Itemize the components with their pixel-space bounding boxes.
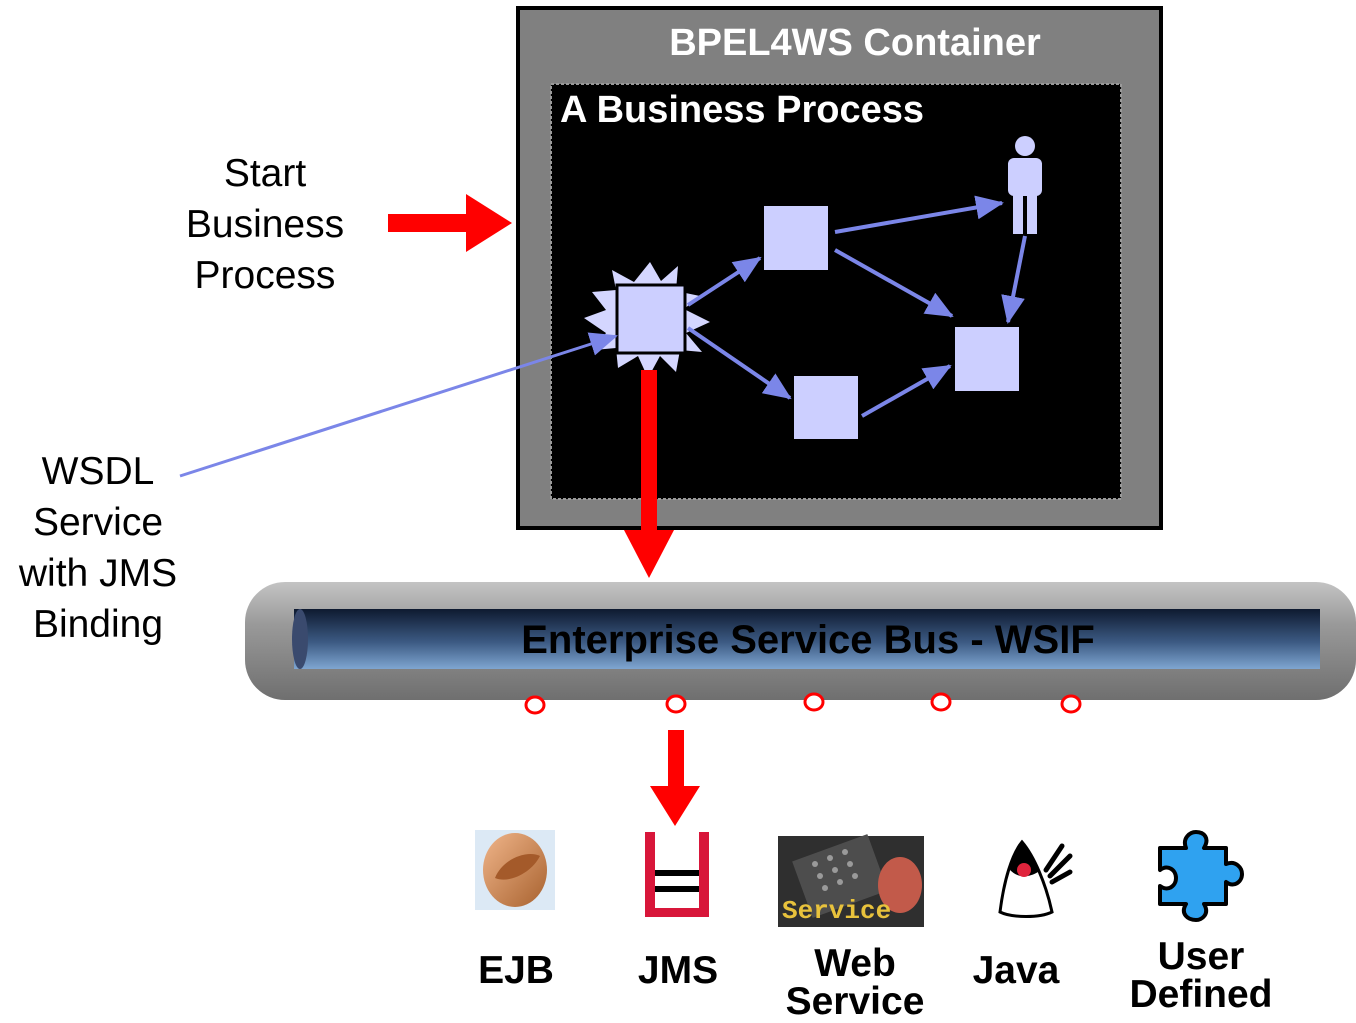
java-label: Java	[972, 949, 1060, 992]
process-node	[955, 327, 1019, 391]
bus-port	[524, 695, 546, 715]
invoke-arrow	[624, 370, 674, 578]
person-icon	[1008, 136, 1042, 234]
bus-port	[1060, 694, 1082, 714]
bpel-container	[516, 6, 1163, 530]
jms-arrow	[650, 730, 700, 826]
process-node	[764, 206, 828, 270]
process-title: A Business Process	[560, 89, 924, 131]
jms-label: JMS	[637, 949, 719, 992]
user-defined-label: User Defined	[1129, 935, 1273, 1016]
bus-port	[930, 692, 952, 712]
process-node	[794, 376, 858, 439]
service-bus	[245, 582, 1356, 700]
start-arrow	[388, 194, 512, 252]
duke-mascot-icon	[988, 836, 1073, 920]
start-node	[615, 283, 687, 355]
container-title: BPEL4WS Container	[669, 22, 1041, 64]
web-service-label: Web Service	[785, 942, 925, 1023]
wsdl-service-label: WSDL Service with JMS Binding	[18, 450, 178, 646]
process-flow	[179, 136, 1042, 478]
bus-label: Enterprise Service Bus - WSIF	[521, 618, 1095, 662]
bus-port	[803, 692, 825, 712]
queue-icon	[645, 832, 709, 917]
service-phone-icon: Service	[778, 834, 924, 927]
bus-ports	[524, 692, 1082, 715]
bus-port	[665, 694, 687, 714]
puzzle-piece-icon	[1158, 830, 1244, 922]
egg-bean-icon	[475, 830, 555, 910]
wsdl-connector	[179, 332, 618, 478]
start-business-process-label: Start Business Process	[185, 152, 345, 297]
ejb-label: EJB	[478, 949, 554, 992]
service-image-text: Service	[782, 896, 891, 926]
